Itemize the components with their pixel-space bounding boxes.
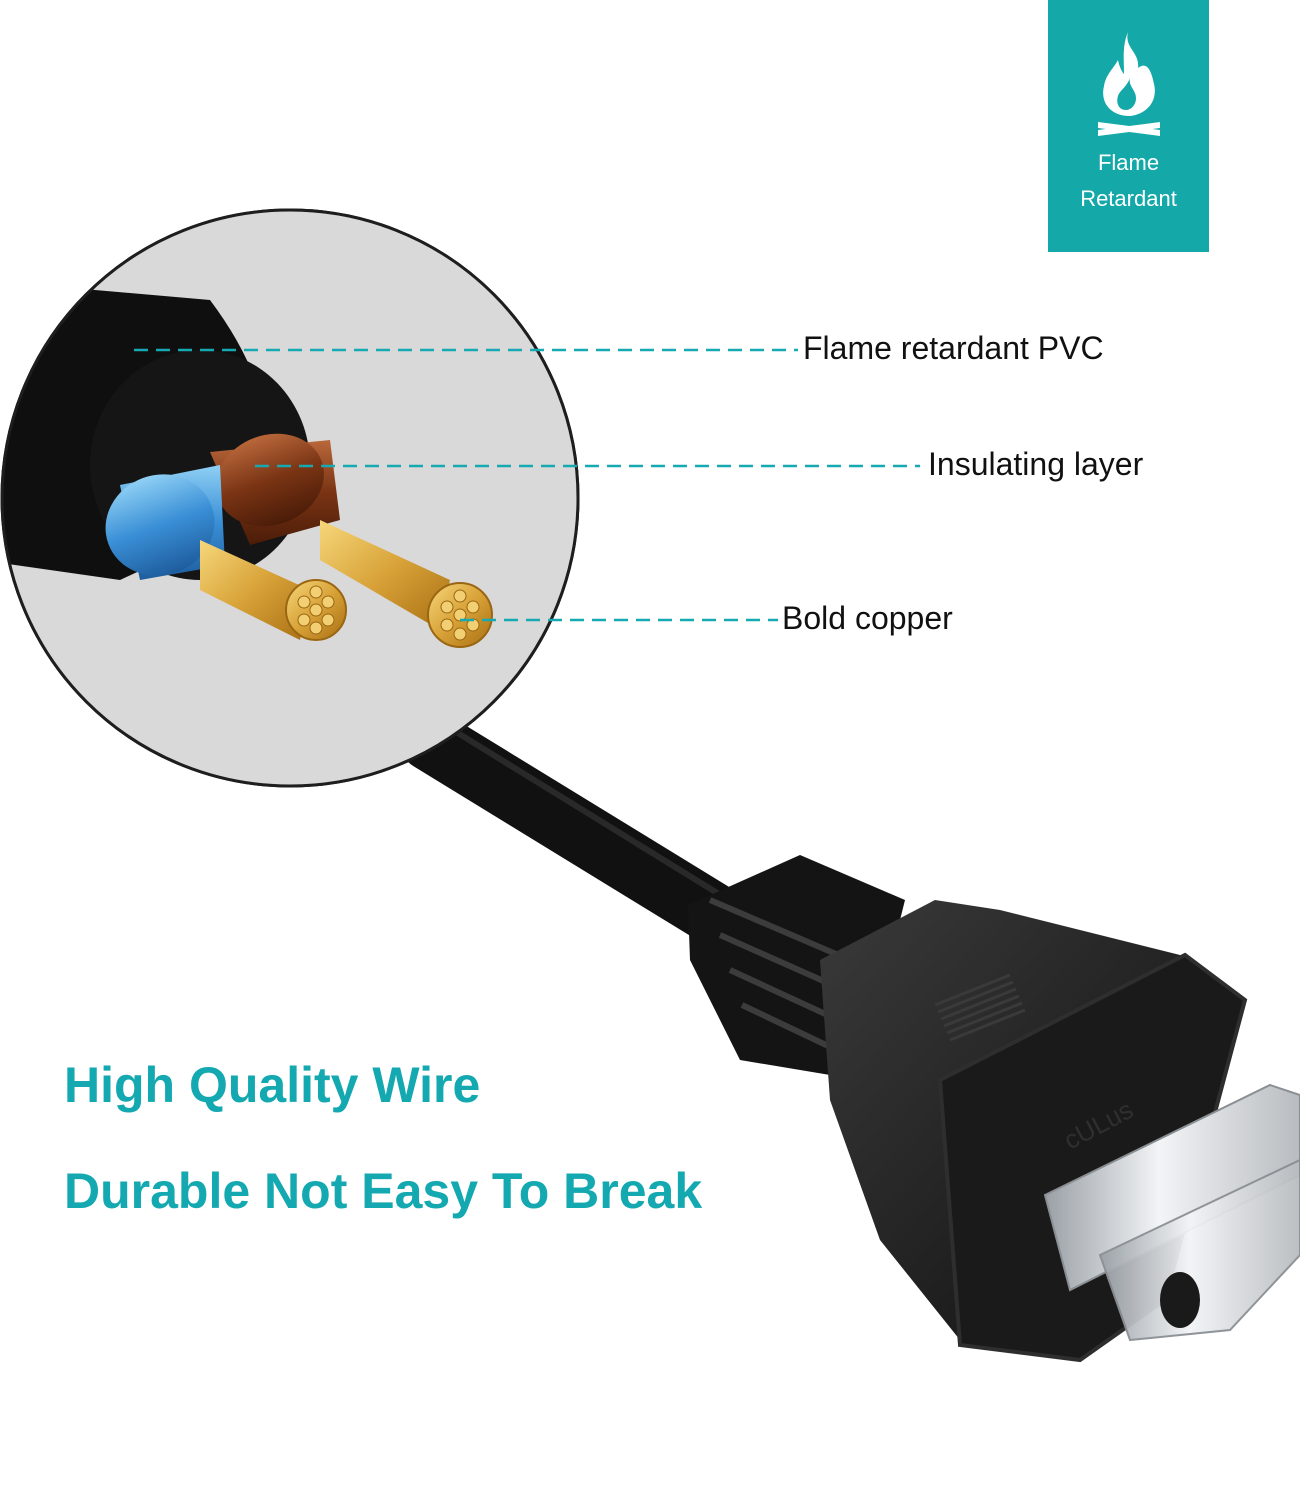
headline-line1: High Quality Wire (64, 1057, 481, 1113)
flame-icon (1098, 32, 1160, 136)
callout-pvc: Flame retardant PVC (803, 330, 1104, 366)
plug: cULus (688, 855, 1300, 1363)
headline-line2: Durable Not Easy To Break (64, 1163, 703, 1219)
cable-cross-section-magnifier (0, 208, 580, 788)
power-cord (399, 709, 771, 961)
badge-label-line2: Retardant (1080, 186, 1177, 211)
callout-insulation: Insulating layer (928, 446, 1144, 482)
callout-copper: Bold copper (782, 600, 953, 636)
prong-hole (1160, 1272, 1200, 1328)
badge-label-line1: Flame (1097, 150, 1160, 175)
callout-leaders (134, 348, 920, 622)
flame-retardant-badge: Flame Retardant (1048, 0, 1209, 252)
